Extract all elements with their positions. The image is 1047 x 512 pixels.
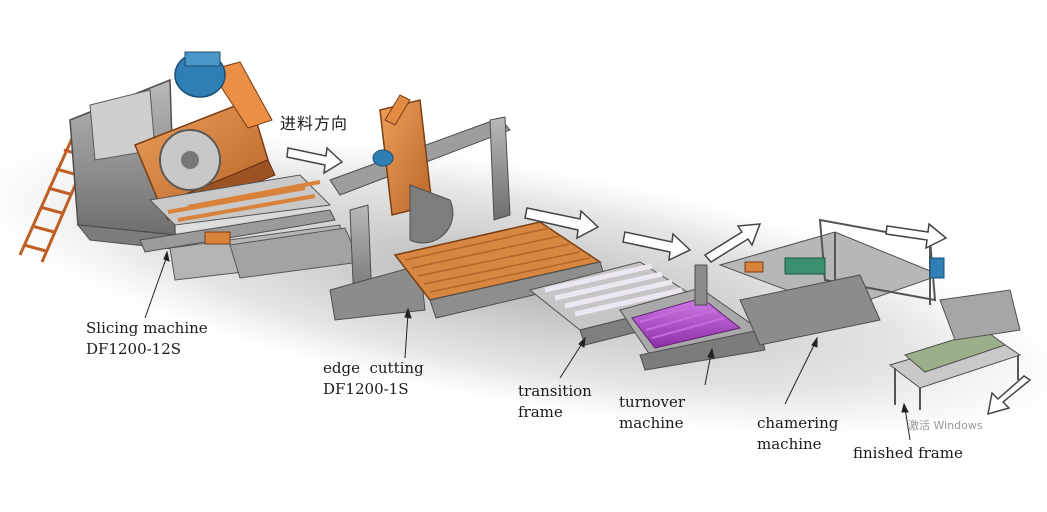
chamfering-machine-line1: chamering: [757, 414, 839, 432]
finished-frame-label: finished frame: [853, 444, 963, 462]
flow-arrow-4: [703, 223, 762, 263]
chamfering-machine-label: chamering machine: [757, 413, 838, 455]
flow-arrow-5: [885, 222, 948, 250]
transition-frame-label: transition frame: [518, 381, 592, 423]
chamfering-machine: [718, 218, 945, 346]
windows-activation-watermark: 激活 Windows: [908, 419, 983, 432]
flow-arrow-2: [524, 207, 600, 240]
flow-arrow-6: [987, 375, 1032, 416]
edge-cutting-machine: [329, 94, 606, 321]
feed-direction-label: 进料方向: [280, 114, 349, 133]
slicing-machine-label: Slicing machine DF1200-12S: [86, 318, 208, 360]
turnover-machine-line1: turnover: [619, 393, 686, 411]
turnover-machine-label: turnover machine: [619, 392, 685, 434]
flow-arrow-1: [286, 146, 344, 175]
slicing-machine-name: Slicing machine: [86, 319, 208, 337]
finished-frame: [888, 289, 1022, 410]
flow-arrow-3: [622, 231, 692, 262]
chamfering-machine-line2: machine: [757, 435, 822, 453]
edge-cutting-label: edge cutting DF1200-1S: [323, 358, 424, 400]
slicing-machine-model: DF1200-12S: [86, 340, 182, 358]
slicing-machine: [18, 51, 346, 281]
turnover-machine-line2: machine: [619, 414, 684, 432]
transition-frame-line1: transition: [518, 382, 592, 400]
flow-arrows: [286, 146, 1032, 416]
leader-lines: [144, 250, 911, 441]
edge-cutting-name: edge cutting: [323, 359, 424, 377]
edge-cutting-model: DF1200-1S: [323, 380, 409, 398]
transition-frame-line2: frame: [518, 403, 563, 421]
turnover-machine: [619, 264, 766, 371]
